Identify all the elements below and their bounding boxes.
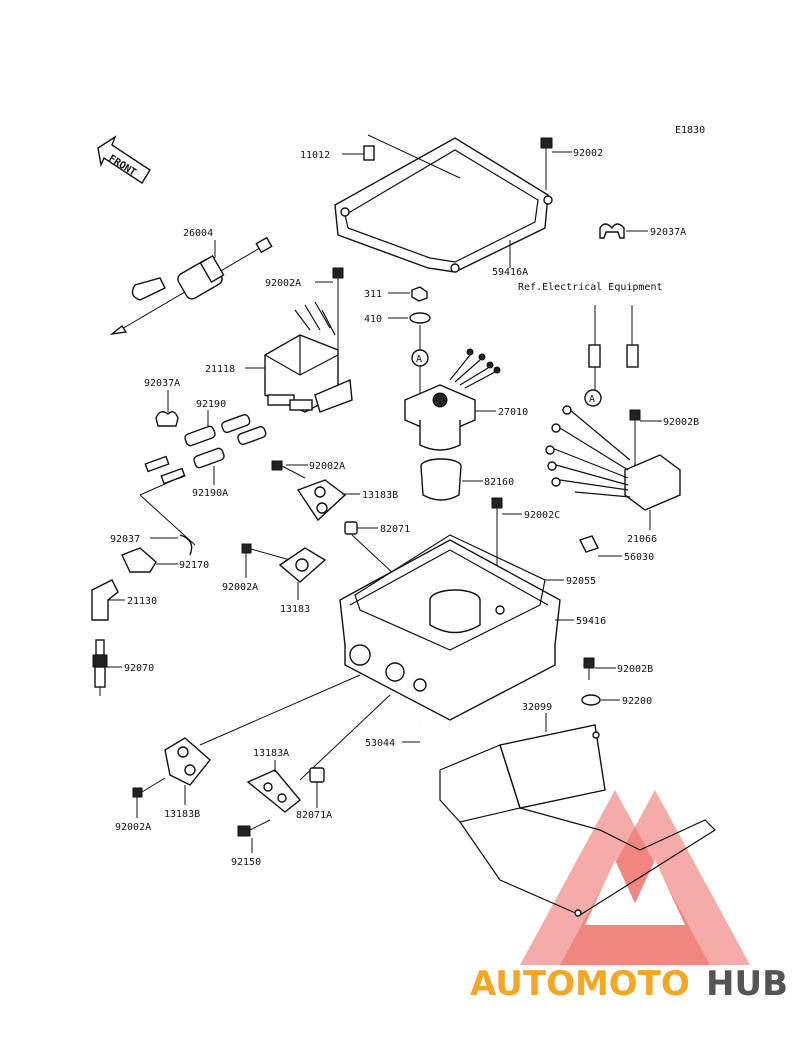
gasket-13183B-2 <box>164 737 211 786</box>
label-21066: 21066 <box>627 534 657 545</box>
label-82071: 82071 <box>380 524 410 535</box>
label-53044: 53044 <box>365 738 395 749</box>
label-56030: 56030 <box>624 552 654 563</box>
bolt-92002A-2 <box>271 460 306 479</box>
label-92070: 92070 <box>124 663 154 674</box>
label-92037A-left: 92037A <box>144 378 180 389</box>
label-92190: 92190 <box>196 399 226 410</box>
label-11012: 11012 <box>300 150 330 161</box>
label-21118: 21118 <box>205 364 235 375</box>
gasket-13183A <box>246 769 301 813</box>
bolt-92002B-1 <box>629 409 641 421</box>
seal-92055 <box>354 534 546 651</box>
relay-27010 <box>404 348 501 451</box>
washer-92200 <box>581 694 601 706</box>
gasket-13183B-1 <box>296 479 347 522</box>
spark-plug-92070 <box>92 639 108 696</box>
nut-311 <box>411 286 428 302</box>
regulator-21066 <box>545 405 681 511</box>
sleeves-92190 <box>144 414 267 485</box>
label-92170: 92170 <box>179 560 209 571</box>
label-59416A: 59416A <box>492 267 528 278</box>
clamp-92037 <box>179 534 193 556</box>
label-92002C: 92002C <box>524 510 560 521</box>
label-26004: 26004 <box>183 228 213 239</box>
label-92037: 92037 <box>110 534 140 545</box>
watermark-logo <box>520 790 750 965</box>
igniter-21118 <box>264 301 353 413</box>
watermark-text-1: AUTOMOTO <box>470 964 690 1004</box>
label-92002B-right: 92002B <box>663 417 699 428</box>
bolt-92002A-1 <box>332 267 344 279</box>
ignition-coil-26004 <box>109 236 273 336</box>
bolt-92150 <box>237 819 271 837</box>
grommet-82071 <box>344 521 358 535</box>
clamp-92170 <box>121 547 157 573</box>
label-13183: 13183 <box>280 604 310 615</box>
label-410: 410 <box>364 314 382 325</box>
watermark-text-2: HUB <box>706 964 788 1004</box>
front-arrow-icon: FRONT <box>97 135 151 184</box>
pad-56030 <box>579 535 599 553</box>
connectors-ref <box>588 305 639 390</box>
label-13183B-2: 13183B <box>164 809 200 820</box>
bolt-92002C <box>491 497 503 509</box>
grommet-82071A <box>309 767 325 783</box>
label-92150: 92150 <box>231 857 261 868</box>
diagram-code: E1830 <box>675 125 705 136</box>
bolt-92002A-3 <box>241 543 252 554</box>
rubber-82160 <box>420 458 462 501</box>
case-59416 <box>339 539 561 721</box>
label-82071A: 82071A <box>296 810 332 821</box>
bolt-92002B-2 <box>583 657 595 669</box>
callout-a-label-1: A <box>416 354 422 365</box>
label-82160: 82160 <box>484 477 514 488</box>
bolt-92002 <box>540 137 553 190</box>
label-92055: 92055 <box>566 576 596 587</box>
reference-note: Ref.Electrical Equipment <box>518 282 663 293</box>
label-32099: 32099 <box>522 702 552 713</box>
cover-59416A <box>334 137 553 273</box>
plug-11012 <box>363 145 375 161</box>
clip-92037A <box>599 223 625 239</box>
label-92002: 92002 <box>573 148 603 159</box>
label-21130: 21130 <box>127 596 157 607</box>
label-27010: 27010 <box>498 407 528 418</box>
label-92002A-3: 92002A <box>222 582 258 593</box>
label-92037A-top: 92037A <box>650 227 686 238</box>
label-311: 311 <box>364 289 382 300</box>
gasket-13183 <box>278 547 327 583</box>
label-92190A: 92190A <box>192 488 228 499</box>
bracket-32099 <box>439 724 716 917</box>
callout-a-2 <box>584 389 602 407</box>
label-92002B-2: 92002B <box>617 664 653 675</box>
bolt-92002A-4 <box>132 787 143 798</box>
label-92002A-2: 92002A <box>309 461 345 472</box>
label-92002A-1: 92002A <box>265 278 301 289</box>
clip-92037A-left <box>155 411 179 427</box>
label-13183B-1: 13183B <box>362 490 398 501</box>
label-92002A-4: 92002A <box>115 822 151 833</box>
label-59416: 59416 <box>576 616 606 627</box>
callout-a-label-2: A <box>589 394 595 405</box>
label-92200: 92200 <box>622 696 652 707</box>
washer-410 <box>409 312 431 324</box>
label-13183A: 13183A <box>253 748 289 759</box>
